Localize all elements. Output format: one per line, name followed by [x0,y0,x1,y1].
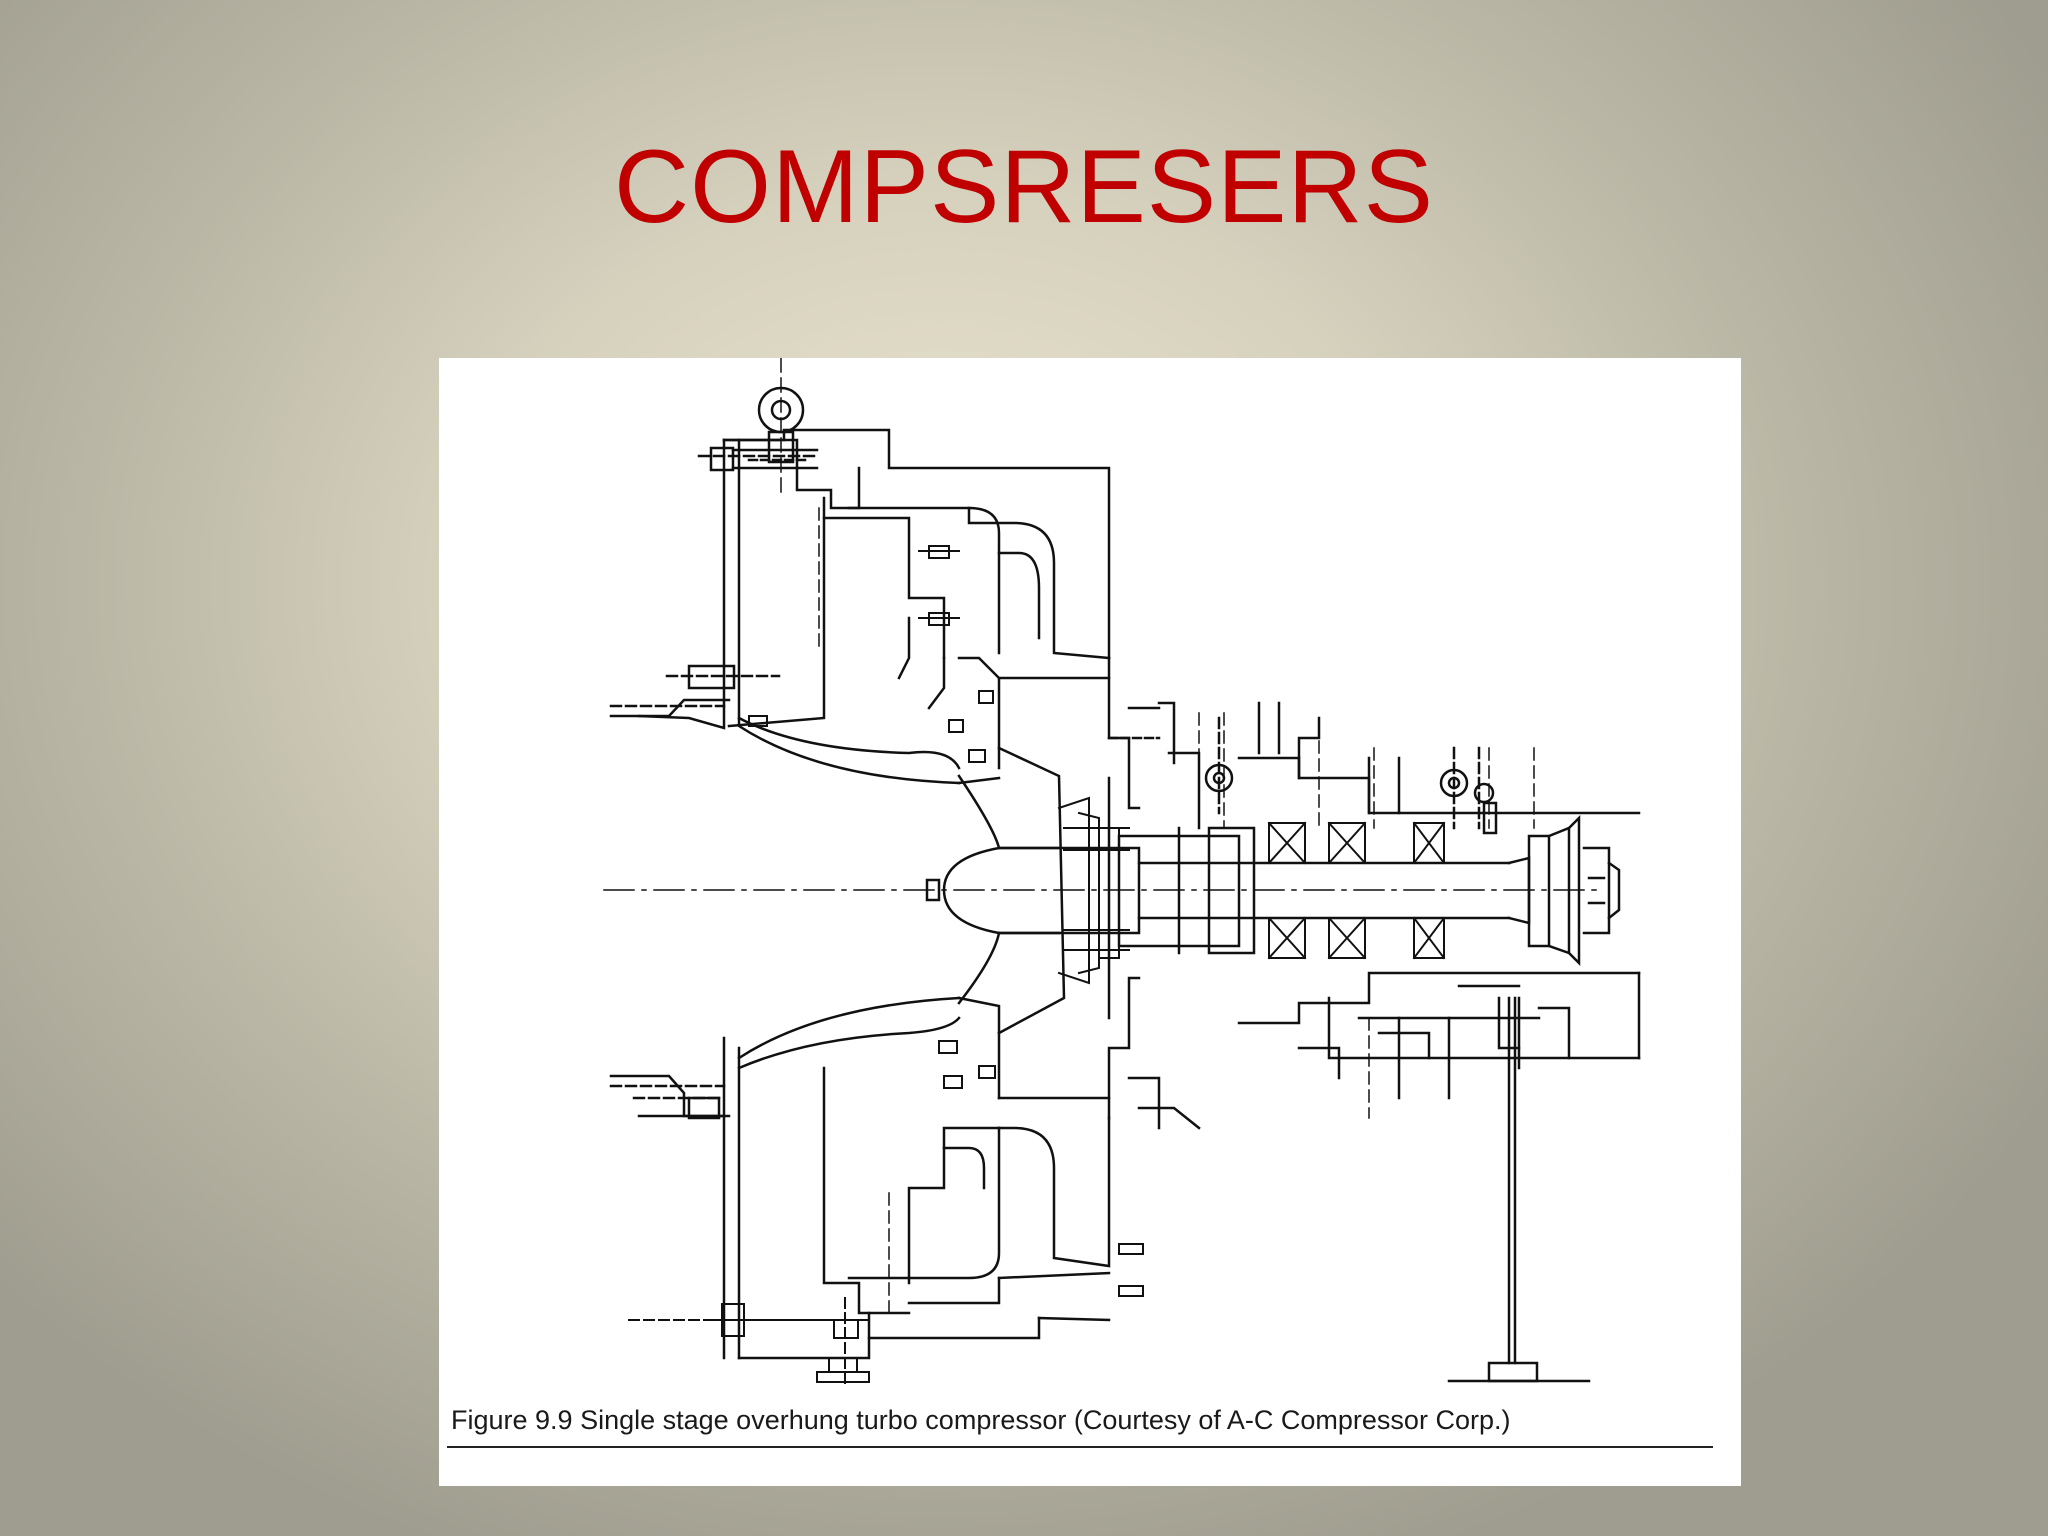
volute-casing-upper [637,428,1111,785]
reference-lines [818,507,1535,1314]
coupling-hub [1527,814,1621,967]
figure-panel: Figure 9.9 Single stage overhung turbo c… [439,358,1741,1486]
casing-back-plate [1107,656,1201,1130]
volute-casing-lower [722,996,1111,1360]
bolt-top-left [697,446,821,472]
figure-caption: Figure 9.9 Single stage overhung turbo c… [451,1405,1511,1435]
lifting-eye-top [747,358,811,494]
bearing-lifting-eyes [1204,716,1498,835]
inlet-flange-lower [609,1074,731,1120]
shaft [997,826,1531,955]
rolling-bearings [1267,821,1446,960]
inlet-flange-upper [609,664,781,718]
casing-fasteners [748,545,994,763]
compressor-cross-section-drawing [603,358,1641,1389]
caption-underline [447,1446,1713,1448]
slide-title: COMPSRESERS [613,129,1435,245]
support-leg [1447,984,1591,1383]
lower-fasteners [628,1040,1144,1389]
bearing-housing [1237,701,1641,1100]
